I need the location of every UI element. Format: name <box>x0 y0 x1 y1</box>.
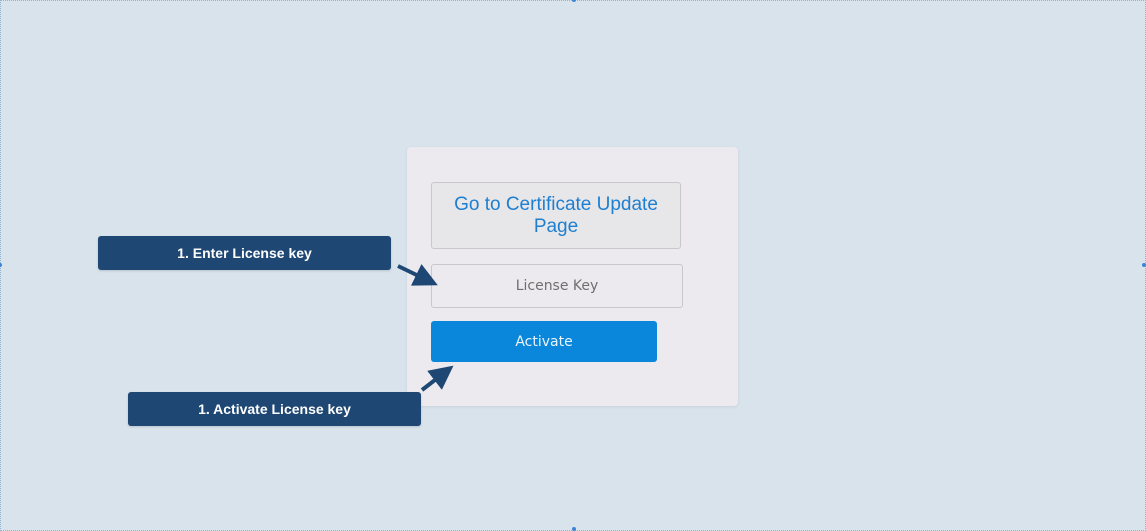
resize-handle-top[interactable] <box>572 0 576 2</box>
license-key-input[interactable] <box>431 264 683 308</box>
certificate-update-button[interactable]: Go to Certificate Update Page <box>431 182 681 249</box>
enter-license-key-callout: 1. Enter License key <box>98 236 391 270</box>
activation-card: Go to Certificate Update Page Activate <box>407 147 738 406</box>
resize-handle-bottom[interactable] <box>572 527 576 531</box>
activate-button[interactable]: Activate <box>431 321 657 362</box>
resize-handle-left[interactable] <box>0 263 2 267</box>
activate-license-key-callout: 1. Activate License key <box>128 392 421 426</box>
resize-handle-right[interactable] <box>1142 263 1146 267</box>
